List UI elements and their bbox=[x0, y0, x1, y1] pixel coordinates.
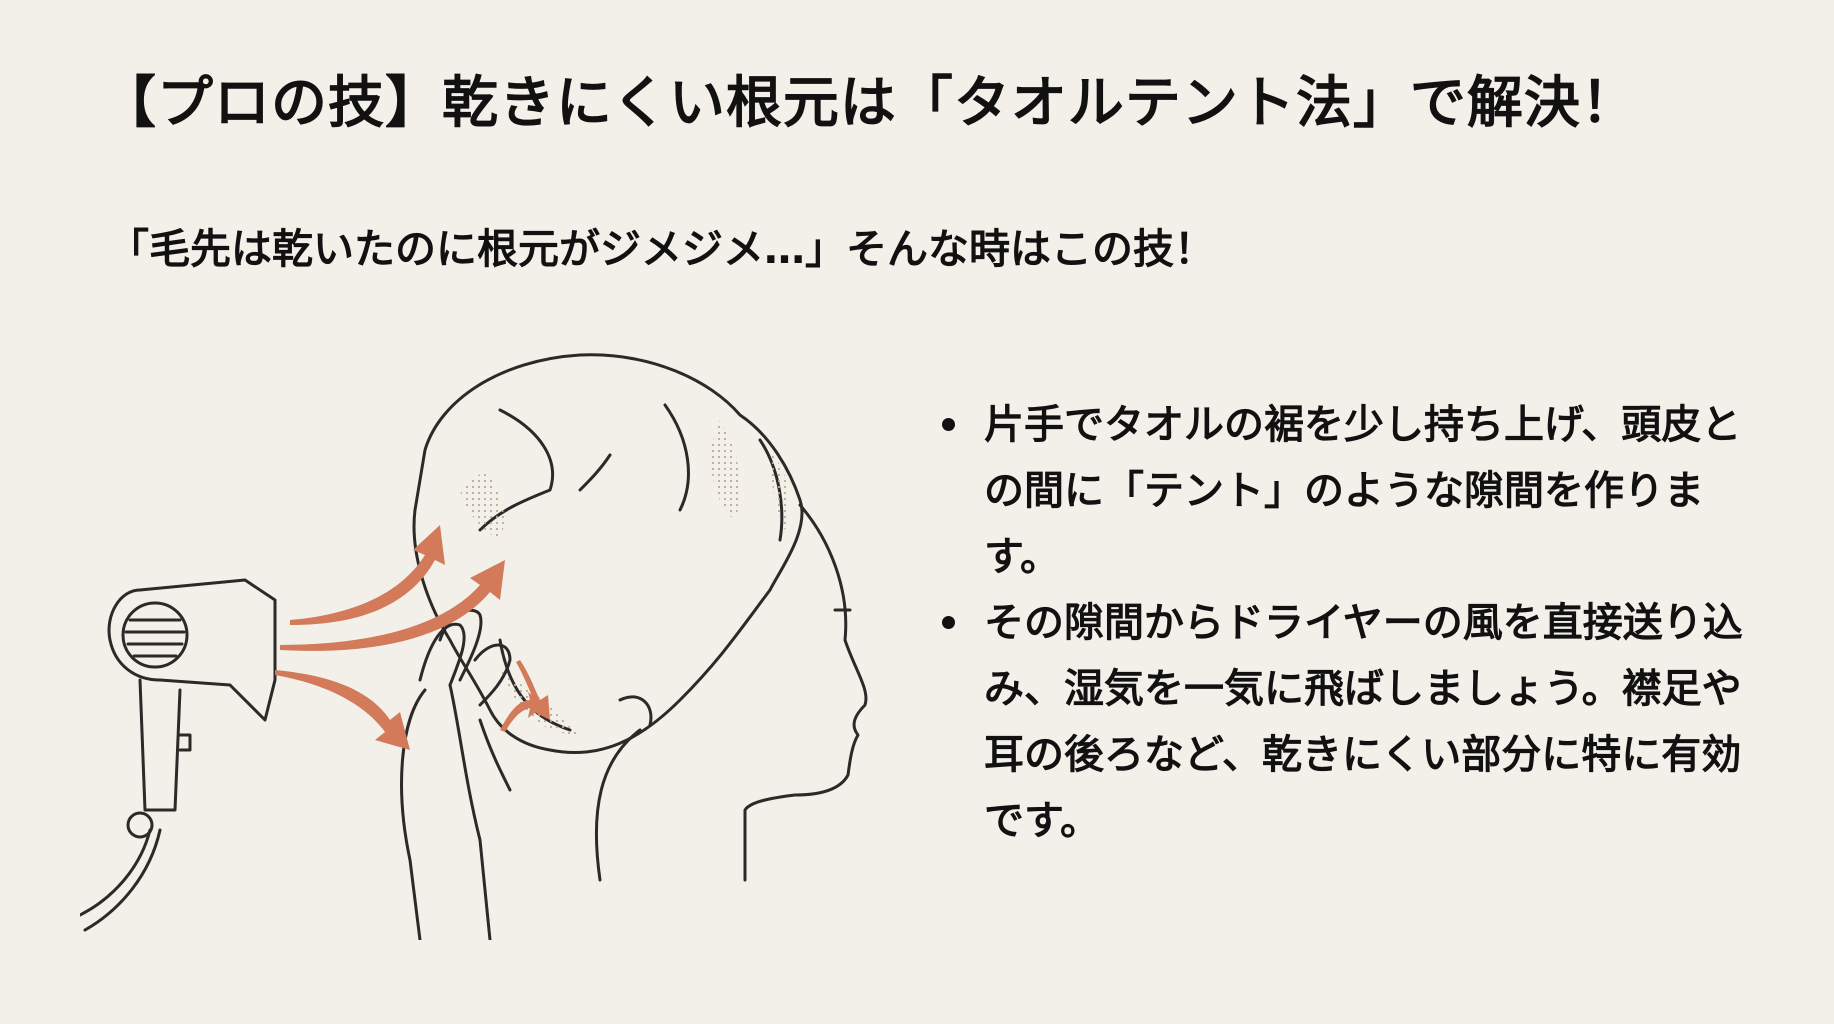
hair-dryer-icon bbox=[80, 578, 277, 932]
airflow-arrows-icon bbox=[275, 525, 550, 750]
list-item: その隙間からドライヤーの風を直接送り込み、湿気を一気に飛ばしましょう。襟足や耳の… bbox=[940, 590, 1770, 854]
tip-text: 片手でタオルの裾を少し持ち上げ、頭皮との間に「テント」のような隙間を作ります。 bbox=[984, 402, 1742, 580]
towel-tent-illustration bbox=[80, 353, 868, 940]
head-profile-icon bbox=[594, 503, 868, 882]
list-item: 片手でタオルの裾を少し持ち上げ、頭皮との間に「テント」のような隙間を作ります。 bbox=[940, 392, 1770, 590]
hand-icon bbox=[400, 608, 512, 940]
page-subtitle: 「毛先は乾いたのに根元がジメジメ…」そんな時はこの技！ bbox=[108, 225, 1215, 273]
tip-text: その隙間からドライヤーの風を直接送り込み、湿気を一気に飛ばしましょう。襟足や耳の… bbox=[984, 600, 1743, 844]
tips-list: 片手でタオルの裾を少し持ち上げ、頭皮との間に「テント」のような隙間を作ります。 … bbox=[940, 392, 1770, 854]
page-title: 【プロの技】乾きにくい根元は「タオルテント法」で解決！ bbox=[100, 71, 1638, 136]
bullet-icon bbox=[942, 616, 955, 629]
bullet-icon bbox=[942, 418, 955, 431]
towel-icon bbox=[412, 353, 804, 755]
